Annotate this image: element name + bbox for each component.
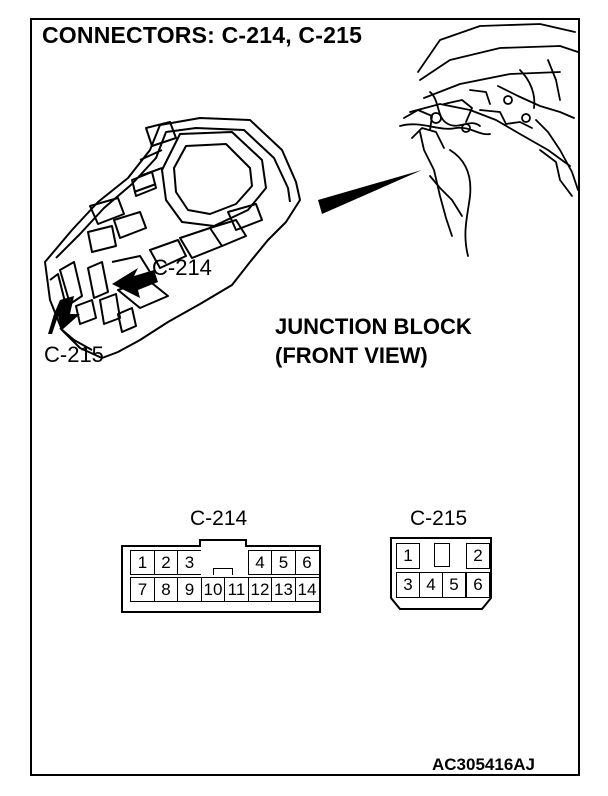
c214-pin-grid: 1 2 3 4 5 6 7 8 9 10 11 12 13 14 bbox=[130, 550, 320, 602]
c214-pin: 14 bbox=[294, 577, 320, 602]
c215-pin: 5 bbox=[442, 572, 466, 598]
c215-key bbox=[434, 543, 450, 567]
c214-name: C-214 bbox=[190, 507, 248, 530]
c214-key bbox=[213, 568, 233, 575]
c214-pin: 13 bbox=[271, 577, 296, 602]
c214-callout-label: C-214 bbox=[152, 255, 212, 280]
c215-pin: 1 bbox=[396, 543, 420, 569]
c214-arrow bbox=[112, 268, 158, 298]
c214-pin: 6 bbox=[294, 550, 320, 575]
c215-callout-label: C-215 bbox=[44, 342, 104, 367]
junction-block-label: JUNCTION BLOCK bbox=[275, 314, 472, 339]
c214-pin: 10 bbox=[200, 577, 226, 602]
dashboard-sketch bbox=[399, 23, 579, 257]
pointer-beam bbox=[318, 170, 422, 214]
c215-pin: 6 bbox=[466, 572, 490, 598]
c214-pin: 12 bbox=[247, 577, 273, 602]
c214-pin: 2 bbox=[153, 550, 179, 575]
c215-arrow bbox=[48, 296, 80, 334]
c215-name: C-215 bbox=[410, 507, 468, 530]
reference-code: AC305416AJ bbox=[432, 755, 536, 774]
c214-pin: 11 bbox=[224, 577, 249, 602]
c215-pin: 2 bbox=[466, 543, 490, 569]
c214-lock-tab bbox=[199, 539, 247, 547]
diagram-frame bbox=[30, 18, 580, 776]
junction-block-body bbox=[44, 117, 301, 359]
front-view-label: (FRONT VIEW) bbox=[275, 343, 428, 368]
diagram-title: CONNECTORS: C-214, C-215 bbox=[42, 22, 363, 48]
c215-pin: 3 bbox=[396, 572, 420, 598]
c214-pin: 8 bbox=[153, 577, 179, 602]
c215-pin: 4 bbox=[419, 572, 443, 598]
